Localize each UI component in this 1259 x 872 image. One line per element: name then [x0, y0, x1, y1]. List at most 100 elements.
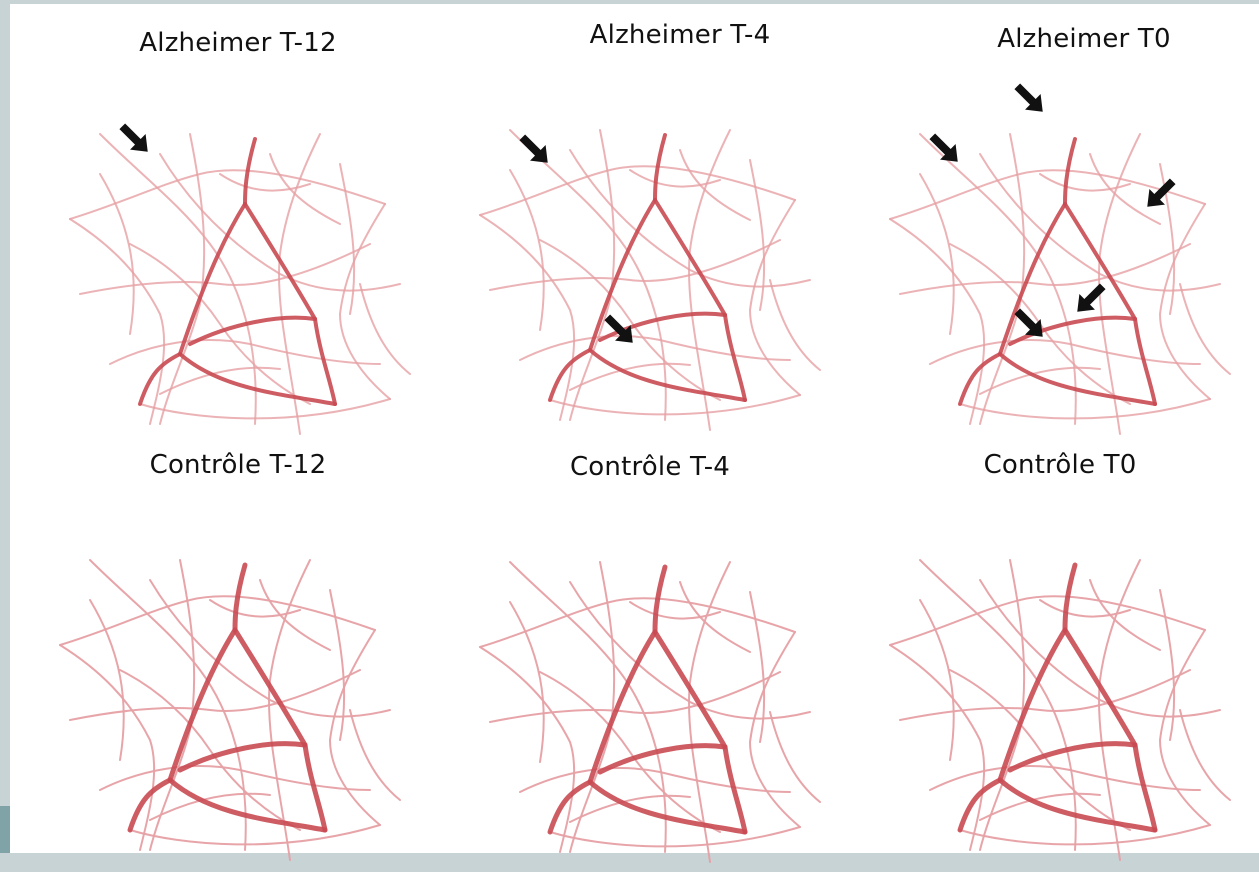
thin-vessel — [159, 133, 206, 425]
thin-vessel — [569, 149, 811, 288]
panel-title: Contrôle T0 — [983, 450, 1137, 480]
main-vessel — [1063, 137, 1077, 206]
thin-vessel — [979, 579, 1221, 718]
thin-vessel — [99, 173, 135, 335]
thin-vessel — [149, 792, 271, 821]
thin-vessel — [59, 644, 156, 851]
thin-vessel — [749, 591, 766, 743]
thin-vessel — [1098, 133, 1141, 435]
thin-vessel — [69, 218, 166, 425]
thin-vessel — [1179, 283, 1231, 375]
thin-vessel — [1158, 203, 1211, 400]
main-vessel — [1132, 742, 1158, 833]
thin-vessel — [539, 239, 721, 401]
thin-vessel — [549, 826, 801, 848]
main-vessel — [1063, 202, 1137, 321]
main-vessel — [597, 743, 728, 775]
thin-vessel — [569, 581, 811, 720]
thin-vessel — [509, 601, 545, 763]
main-vessel — [167, 627, 238, 783]
thin-vessel — [69, 669, 361, 721]
thin-vessel — [479, 214, 576, 421]
thin-vessel — [1179, 709, 1231, 801]
thin-vessel — [359, 283, 411, 375]
thin-vessel — [919, 133, 1077, 425]
main-vessel — [177, 741, 308, 773]
network-group — [69, 123, 411, 435]
arrow-icon — [1014, 308, 1043, 337]
thin-vessel — [919, 599, 955, 761]
thin-vessel — [679, 581, 751, 653]
thin-vessel — [769, 279, 821, 371]
main-vessel — [188, 315, 317, 346]
main-vessel — [548, 348, 592, 402]
thin-vessel — [769, 711, 821, 803]
thin-vessel — [889, 595, 1206, 646]
main-vessel — [178, 352, 337, 406]
main-vessel — [997, 777, 1158, 833]
thin-vessel — [139, 398, 391, 420]
thin-vessel — [129, 824, 381, 846]
corner-accent — [0, 806, 10, 853]
thin-vessel — [59, 595, 376, 646]
arrow-icon — [604, 314, 633, 343]
thin-vessel — [209, 599, 301, 618]
thin-vessel — [929, 339, 1201, 365]
main-vessel — [653, 198, 727, 317]
main-vessel — [722, 744, 748, 835]
vessel-network — [479, 561, 821, 863]
thin-vessel — [1089, 153, 1161, 225]
thin-vessel — [979, 366, 1101, 395]
vessel-network — [69, 123, 411, 435]
main-vessel — [587, 779, 748, 835]
network-group — [479, 129, 821, 431]
thin-vessel — [688, 561, 731, 863]
thin-vessel — [1039, 173, 1131, 192]
main-vessel — [652, 629, 728, 750]
panel-alzheimer-t-12: Alzheimer T-12 — [40, 24, 440, 444]
thin-vessel — [889, 644, 986, 851]
thin-vessel — [959, 824, 1211, 846]
thin-vessel — [159, 153, 401, 292]
thin-vessel — [129, 243, 311, 405]
thin-vessel — [959, 398, 1211, 420]
arrow-icon — [119, 123, 148, 152]
thin-vessel — [1159, 589, 1176, 741]
thin-vessel — [1158, 629, 1211, 826]
thin-vessel — [569, 794, 691, 823]
thin-vessel — [219, 173, 311, 192]
thin-vessel — [569, 362, 691, 391]
thin-vessel — [159, 366, 281, 395]
thin-vessel — [338, 203, 391, 400]
thin-vessel — [899, 669, 1191, 721]
main-vessel — [998, 202, 1067, 356]
panel-alzheimer-t0: Alzheimer T0 — [860, 24, 1259, 444]
thin-vessel — [519, 767, 791, 793]
panel-controle-t0: Contrôle T0 — [860, 450, 1259, 870]
thin-vessel — [1089, 579, 1161, 651]
panel-title: Alzheimer T-12 — [139, 28, 337, 58]
thin-vessel — [489, 671, 781, 723]
main-vessel — [723, 313, 747, 402]
vessel-network — [889, 559, 1231, 861]
thin-vessel — [539, 671, 721, 833]
thin-vessel — [479, 597, 796, 648]
thin-vessel — [509, 129, 667, 421]
main-vessel — [302, 742, 328, 833]
panel-controle-t-4: Contrôle T-4 — [450, 452, 850, 872]
vessel-network — [479, 129, 821, 431]
figure: Alzheimer T-12 Alzheimer T-4 Alzheimer T… — [10, 4, 1259, 863]
main-vessel — [1133, 317, 1157, 406]
panel-title: Contrôle T-4 — [569, 452, 731, 482]
thin-vessel — [99, 765, 371, 791]
thin-vessel — [919, 173, 955, 335]
thin-vessel — [89, 559, 247, 851]
main-vessel — [232, 627, 308, 748]
thin-vessel — [149, 579, 391, 718]
arrow-icon — [519, 134, 548, 163]
thin-vessel — [278, 133, 321, 435]
thin-vessel — [569, 129, 616, 421]
thin-vessel — [749, 159, 766, 311]
thin-vessel — [979, 792, 1101, 821]
thin-vessel — [479, 646, 576, 853]
